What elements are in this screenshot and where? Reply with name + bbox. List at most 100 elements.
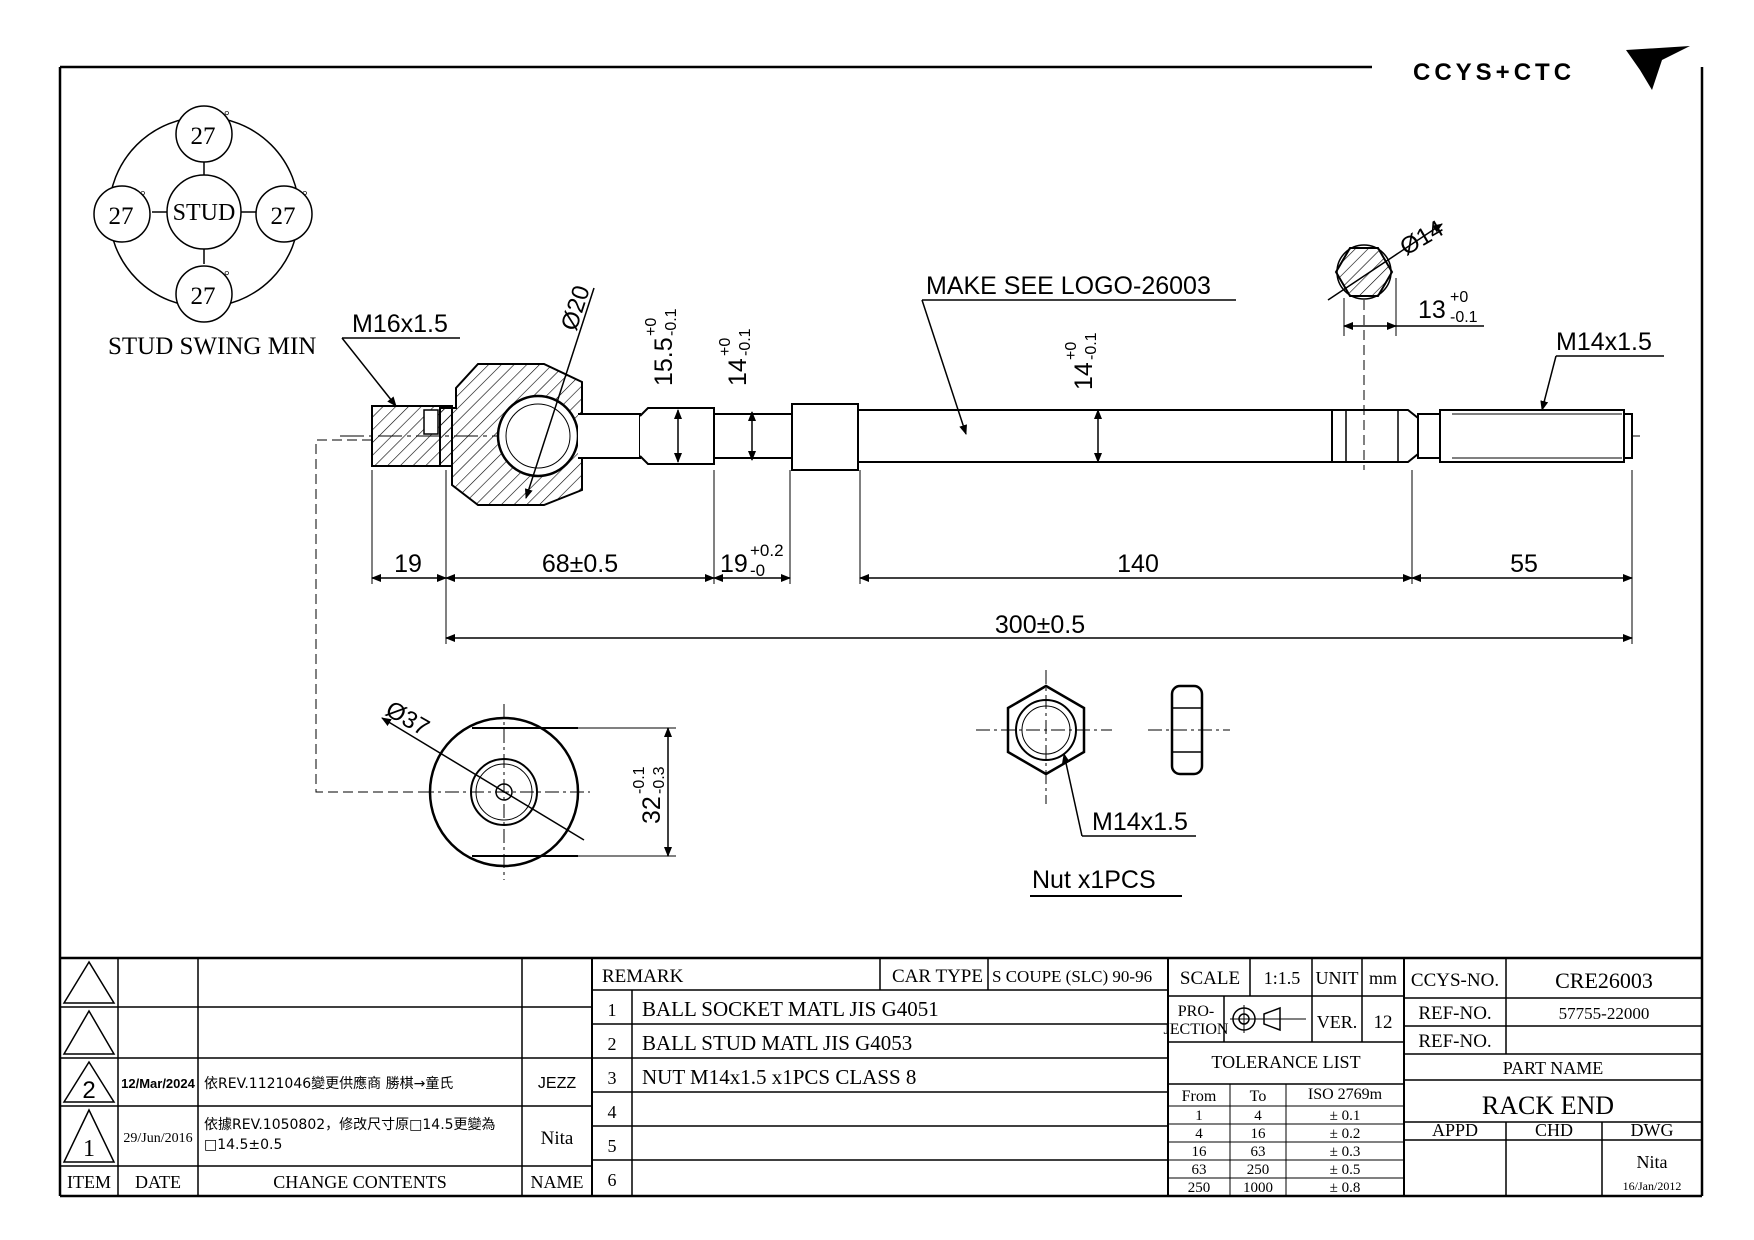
- company-logo: CCYS+CTC: [1413, 46, 1690, 90]
- dim-300: 300±0.5: [995, 611, 1085, 639]
- nut-qty-label: Nut x1PCS: [1032, 866, 1156, 894]
- tol-from-3: 16: [1192, 1144, 1208, 1160]
- swing-bottom: 27: [191, 283, 216, 310]
- stud-label: STUD: [173, 200, 236, 226]
- deg-top: °: [224, 109, 230, 124]
- remark-text-2: BALL STUD MATL JIS G4053: [642, 1031, 912, 1055]
- tol-from-hdr: From: [1182, 1088, 1217, 1105]
- chd-label: CHD: [1535, 1120, 1573, 1140]
- remark-no-2: 2: [608, 1034, 617, 1054]
- ccys-no-label: CCYS-NO.: [1411, 970, 1499, 991]
- rev-2-item: 2: [82, 1077, 95, 1104]
- remark-no-5: 5: [608, 1136, 617, 1156]
- remark-no-6: 6: [608, 1170, 617, 1190]
- dim-14a-tol-up: +0: [717, 338, 734, 356]
- projection-l2: JECTION: [1164, 1021, 1229, 1038]
- hdr-item: ITEM: [67, 1172, 111, 1192]
- dim-32-tol-dn: -0.3: [651, 766, 668, 794]
- thread-right-label: M14x1.5: [1556, 328, 1652, 356]
- tol-from-4: 63: [1192, 1162, 1207, 1178]
- remark-text-1: BALL SOCKET MATL JIS G4051: [642, 997, 939, 1021]
- dim-15-5-tol-up: +0: [643, 318, 660, 336]
- dim-14a-tol-dn: -0.1: [737, 328, 754, 356]
- thread-left-label: M16x1.5: [352, 310, 448, 338]
- tol-val-5: ± 0.8: [1330, 1180, 1361, 1196]
- dia-37-label: Ø37: [381, 696, 434, 742]
- dim-14b: 14: [1070, 362, 1098, 390]
- tolerance-title: TOLERANCE LIST: [1211, 1052, 1360, 1072]
- dim-32-tol-up: -0.1: [631, 766, 648, 794]
- stud-swing-diagram: 27 27 27 27 ° ° ° ° STUD STUD SWING MIN: [93, 105, 316, 360]
- tol-val-1: ± 0.1: [1330, 1108, 1361, 1124]
- dim-13: 13: [1418, 296, 1446, 324]
- dim-15-5-tol-dn: -0.1: [663, 308, 680, 336]
- hdr-content: CHANGE CONTENTS: [273, 1172, 447, 1192]
- tol-std-hdr: ISO 2769m: [1308, 1086, 1383, 1103]
- scale-value: 1:1.5: [1264, 968, 1301, 988]
- revision-table: 2 1 12/Mar/2024 29/Jun/2016 依REV.1121046…: [60, 958, 593, 1196]
- dim-13-tol-up: +0: [1450, 289, 1468, 306]
- part-name-label: PART NAME: [1503, 1058, 1603, 1078]
- dim-14a: 14: [724, 358, 752, 386]
- tol-from-5: 250: [1188, 1180, 1211, 1196]
- rev-1-name: Nita: [541, 1128, 574, 1149]
- unit-value: mm: [1369, 968, 1397, 988]
- hdr-date: DATE: [135, 1172, 181, 1192]
- remark-text-3: NUT M14x1.5 x1PCS CLASS 8: [642, 1065, 916, 1089]
- tol-to-1: 4: [1254, 1108, 1262, 1124]
- dia-14-label: Ø14: [1396, 215, 1449, 261]
- dim-55: 55: [1510, 550, 1538, 578]
- remark-title: REMARK: [602, 966, 684, 987]
- stud-swing-caption: STUD SWING MIN: [108, 333, 316, 360]
- make-see-logo-label: MAKE SEE LOGO-26003: [926, 272, 1211, 300]
- rev-1-item: 1: [83, 1136, 95, 1162]
- tol-from-1: 1: [1195, 1108, 1203, 1124]
- unit-label: UNIT: [1316, 968, 1359, 988]
- car-type-value: S COUPE (SLC) 90-96: [992, 967, 1152, 986]
- dim-14b-tol-up: +0: [1063, 342, 1080, 360]
- tol-val-4: ± 0.5: [1330, 1162, 1361, 1178]
- first-angle-projection-icon: [1230, 1005, 1306, 1033]
- tol-to-4: 250: [1247, 1162, 1270, 1178]
- remark-no-1: 1: [608, 1000, 617, 1020]
- appd-label: APPD: [1432, 1120, 1478, 1140]
- dim-19: 19: [394, 550, 422, 578]
- tol-val-2: ± 0.2: [1330, 1126, 1361, 1142]
- dim-19b: 19: [720, 550, 748, 578]
- ref2-label: REF-NO.: [1418, 1031, 1491, 1052]
- ver-label: VER.: [1317, 1012, 1358, 1032]
- dim-68: 68±0.5: [542, 550, 618, 578]
- dim-13-tol-dn: -0.1: [1450, 309, 1478, 326]
- dia-socket-label: Ø20: [556, 282, 596, 333]
- ccys-no-value: CRE26003: [1555, 968, 1653, 993]
- remark-table: REMARK CAR TYPE S COUPE (SLC) 90-96 1 2 …: [592, 958, 1169, 1196]
- projection-l1: PRO-: [1178, 1003, 1214, 1020]
- deg-right: °: [302, 189, 308, 204]
- ver-value: 12: [1374, 1012, 1393, 1033]
- tie-rod-main-view: [340, 300, 1640, 506]
- dim-14b-tol-dn: -0.1: [1083, 332, 1100, 360]
- swing-top: 27: [191, 123, 216, 150]
- dimensions: 19 68±0.5 19 +0.2 -0 140 55 300±0.5 15.5…: [341, 215, 1664, 644]
- dwg-label: DWG: [1631, 1120, 1674, 1140]
- dim-15-5: 15.5: [650, 337, 678, 386]
- rev-1-content-l2: □14.5±0.5: [204, 1137, 282, 1153]
- nut-views: M14x1.5 Nut x1PCS: [976, 670, 1230, 897]
- title-block: CCYS-NO. CRE26003 REF-NO. 57755-22000 RE…: [1404, 958, 1702, 1196]
- dim-140: 140: [1117, 550, 1159, 578]
- tol-from-2: 4: [1195, 1126, 1203, 1142]
- scale-label: SCALE: [1180, 968, 1240, 989]
- dim-19b-tol-up: +0.2: [750, 541, 784, 560]
- ref1-label: REF-NO.: [1418, 1003, 1491, 1024]
- remark-no-3: 3: [608, 1068, 617, 1088]
- swing-left: 27: [109, 203, 134, 230]
- drawing-frame: [58, 65, 1704, 1198]
- rev-2-name: JEZZ: [538, 1075, 576, 1092]
- nut-thread-label: M14x1.5: [1092, 808, 1188, 836]
- dwg-date: 16/Jan/2012: [1623, 1179, 1682, 1193]
- deg-left: °: [140, 189, 146, 204]
- rev-2-date: 12/Mar/2024: [121, 1076, 195, 1091]
- logo-text: CCYS+CTC: [1413, 59, 1575, 86]
- rev-1-content-l1: 依據REV.1050802，修改尺寸原□14.5更變為: [204, 1117, 496, 1133]
